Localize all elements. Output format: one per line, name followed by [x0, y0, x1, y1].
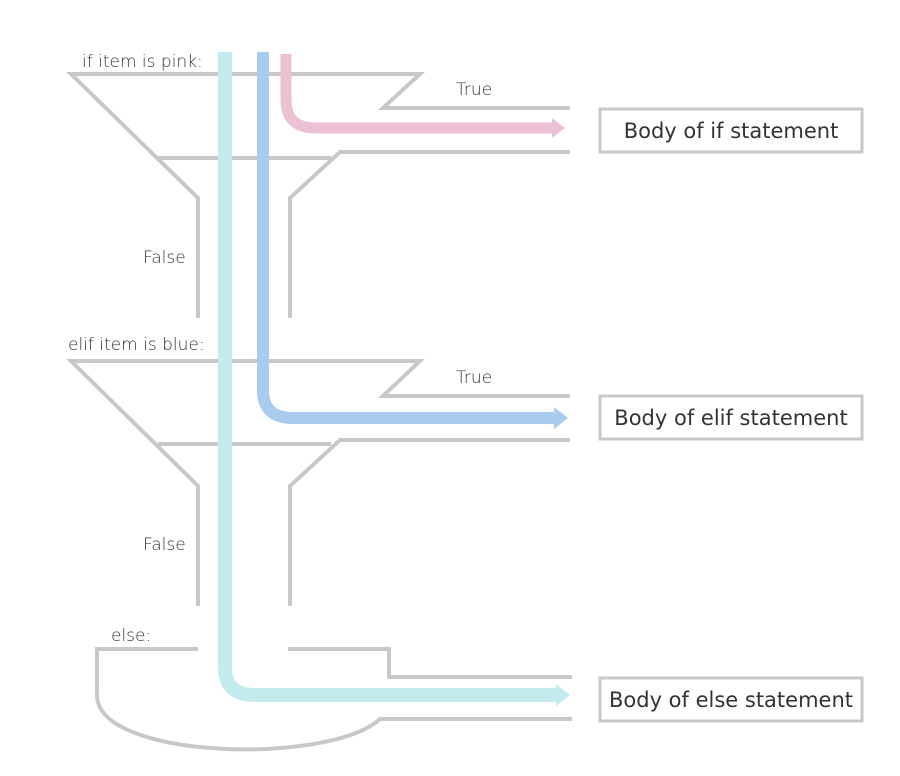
false-label-elif: False [143, 535, 186, 555]
elif-body-box: Body of elif statement [598, 394, 864, 441]
elif-body-rect [598, 394, 864, 441]
false-label-if: False [143, 248, 186, 268]
elif-funnel-inner-right [288, 438, 570, 606]
else-bowl-outline [95, 647, 572, 752]
cyan-flow-path [218, 52, 556, 702]
if-body-box: Body of if statement [598, 107, 864, 154]
pink-flow-arrowhead [552, 118, 565, 138]
elif-funnel [66, 359, 570, 606]
if-funnel [66, 72, 570, 318]
true-label-if: True [456, 80, 492, 100]
else-body-box: Body of else statement [598, 676, 864, 723]
true-label-elif: True [456, 368, 492, 388]
if-condition-label: if item is pink: [82, 52, 203, 72]
if-body-rect [598, 107, 864, 154]
else-bowl [95, 647, 572, 752]
else-body-rect [598, 676, 864, 723]
blue-flow-path [257, 52, 554, 424]
pink-flow-path [280, 54, 552, 134]
if-body-text: Body of if statement [624, 119, 839, 143]
else-condition-label: else: [111, 626, 151, 646]
elif-funnel-outer-top [66, 359, 570, 606]
else-bowl-right [288, 647, 572, 679]
else-body-text: Body of else statement [609, 688, 853, 712]
cyan-flow-arrowhead [556, 684, 570, 706]
elif-condition-label: elif item is blue: [68, 335, 205, 355]
elif-body-text: Body of elif statement [614, 406, 847, 430]
if-funnel-outer-top [66, 72, 570, 318]
if-funnel-inner-right [288, 150, 570, 318]
blue-flow-arrowhead [554, 407, 568, 429]
